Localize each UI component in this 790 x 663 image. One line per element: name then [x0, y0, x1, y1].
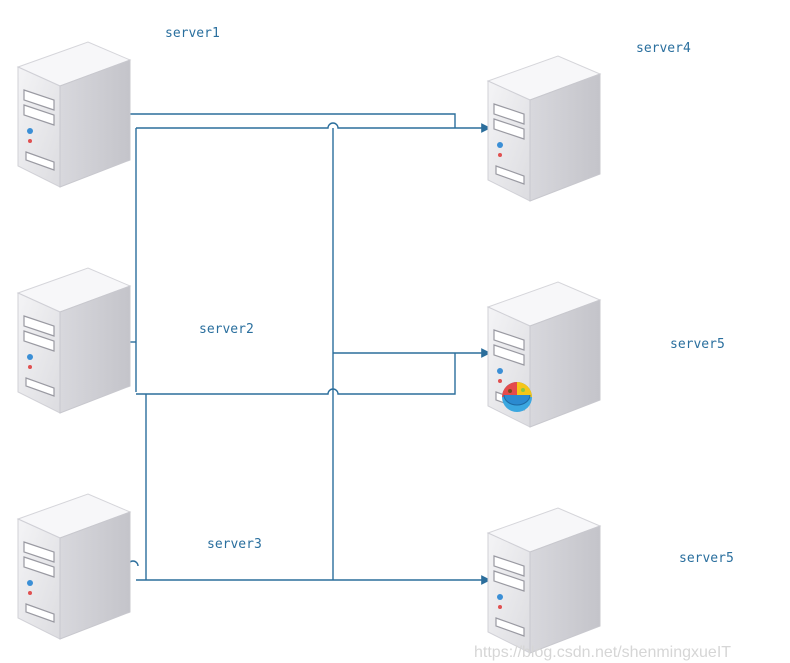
- server5-label: server5: [670, 337, 725, 352]
- server1-label: server1: [165, 26, 220, 41]
- server4-icon: [487, 55, 601, 202]
- server2-icon: [17, 267, 131, 414]
- server5-lower-icon: [487, 507, 601, 654]
- link-server1-top-run: [136, 122, 491, 133]
- server5-lower-label: server5: [679, 551, 734, 566]
- server1-icon: [17, 41, 131, 188]
- watermark: https://blog.csdn.net/shenmingxueIT: [474, 644, 732, 661]
- server4-label: server4: [636, 41, 691, 56]
- link-server1-server4: [128, 113, 456, 128]
- link-server2-bottom-run: [136, 353, 456, 395]
- connectors: [127, 113, 491, 585]
- server3-label: server3: [207, 537, 262, 552]
- colorful-ball-icon: [502, 382, 532, 412]
- server3-icon: [17, 493, 131, 640]
- server2-label: server2: [199, 322, 254, 337]
